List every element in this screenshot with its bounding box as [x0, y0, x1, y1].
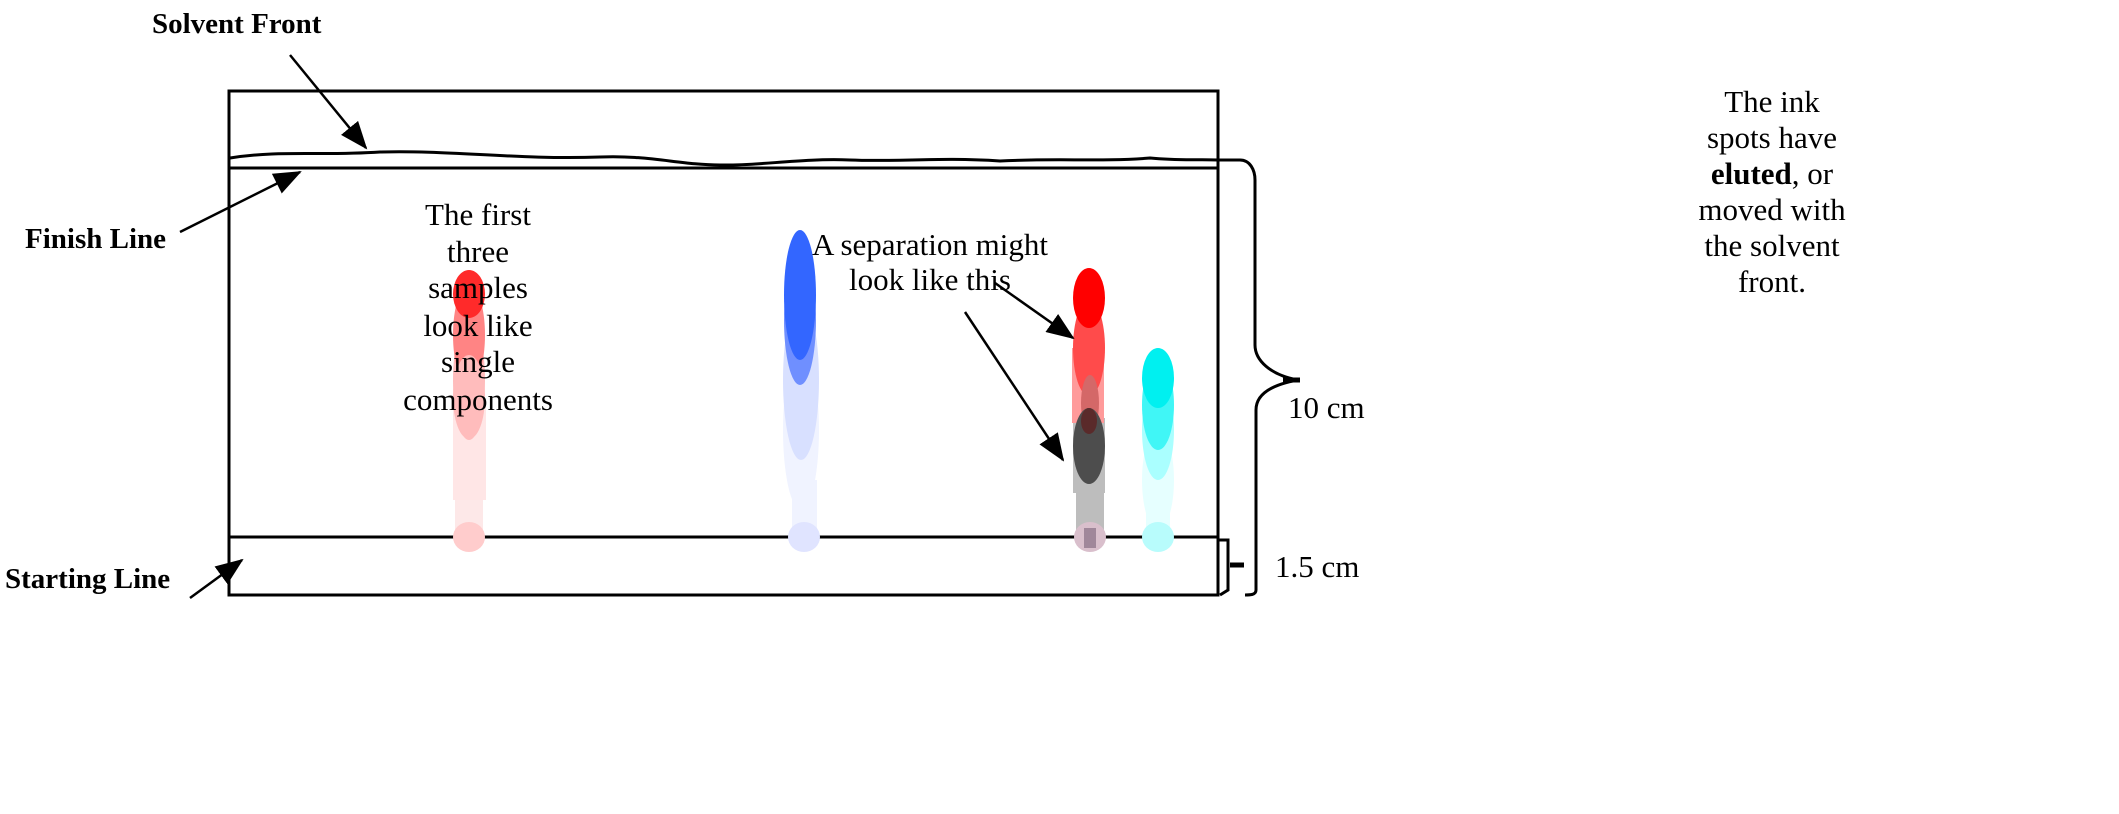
solvent-front-arrow — [289, 54, 368, 150]
svg-text:The first: The first — [425, 197, 531, 232]
separation-arrow-red — [994, 281, 1075, 340]
svg-text:look like: look like — [423, 308, 532, 343]
starting-line-arrow — [189, 558, 244, 600]
svg-text:look like this: look like this — [849, 262, 1011, 297]
svg-text:spots have: spots have — [1707, 120, 1837, 155]
side-note: The ink spots have eluted, or moved with… — [1698, 84, 1846, 299]
red-sample-spot — [453, 270, 486, 552]
solvent-front-line — [229, 150, 1219, 167]
svg-text:samples: samples — [428, 270, 528, 305]
svg-text:front.: front. — [1738, 264, 1806, 299]
svg-text:The ink: The ink — [1724, 84, 1820, 119]
cyan-sample-spot — [1142, 348, 1174, 552]
distance-brace-1-5cm — [1218, 538, 1230, 597]
svg-text:eluted, or: eluted, or — [1711, 156, 1834, 191]
separation-note: A separation might look like this — [812, 227, 1048, 297]
finish-line-label: Finish Line — [25, 223, 166, 255]
separated-sample-spot — [1072, 268, 1106, 552]
svg-text:A separation might: A separation might — [812, 227, 1048, 262]
chromatography-paper — [227, 89, 1220, 597]
starting-line-label: Starting Line — [5, 563, 170, 595]
separation-arrow-gray — [963, 311, 1065, 462]
blue-sample-spot — [783, 230, 820, 552]
svg-text:single: single — [441, 344, 515, 379]
svg-text:moved with: moved with — [1698, 192, 1846, 227]
distance-10cm-label: 10 cm — [1288, 390, 1365, 425]
middle-note: The first three samples look like single… — [403, 197, 553, 417]
finish-line-arrow — [179, 170, 302, 234]
svg-text:the solvent: the solvent — [1704, 228, 1840, 263]
solvent-front-label: Solvent Front — [152, 8, 322, 40]
svg-text:three: three — [447, 234, 509, 269]
svg-text:components: components — [403, 382, 553, 417]
distance-1-5cm-label: 1.5 cm — [1275, 549, 1359, 584]
